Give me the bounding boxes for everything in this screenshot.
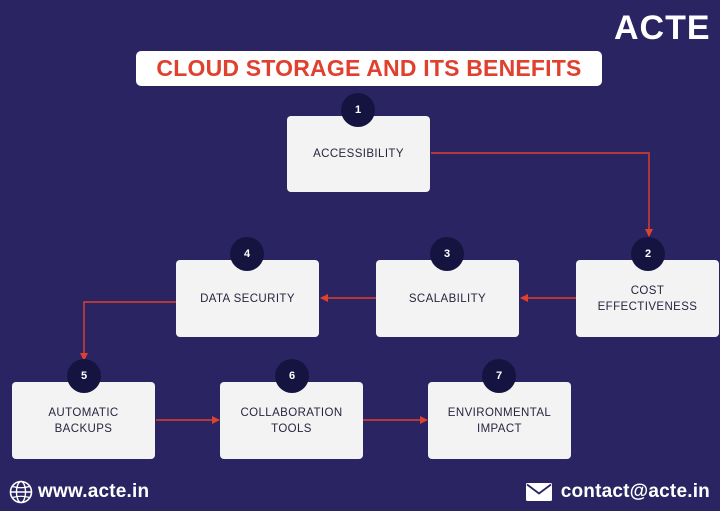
- globe-icon: [9, 480, 33, 504]
- email-text: contact@acte.in: [560, 481, 710, 502]
- website-link[interactable]: www.acte.in: [9, 478, 149, 506]
- node-data-security: DATA SECURITY: [176, 260, 319, 337]
- node-label: DATA SECURITY: [200, 292, 295, 305]
- step-number-badge: 6: [275, 359, 309, 393]
- mail-icon: [525, 482, 553, 502]
- node-label: SCALABILITY: [408, 292, 487, 305]
- node-collaboration-tools: COLLABORATION TOOLS: [220, 382, 363, 459]
- arrow-4-to-5: [80, 301, 176, 361]
- arrow-1-to-2: [431, 152, 653, 237]
- acte-logo: ACTE: [614, 9, 711, 47]
- node-label: ACCESSIBILITY: [313, 148, 404, 160]
- node-scalability: SCALABILITY: [376, 260, 519, 337]
- email-link[interactable]: contact@acte.in: [525, 478, 710, 506]
- step-number-badge: 7: [482, 359, 516, 393]
- step-number-badge: 4: [230, 237, 264, 271]
- node-automatic-backups: AUTOMATIC BACKUPS: [12, 382, 155, 459]
- node-accessibility: ACCESSIBILITY: [287, 116, 430, 192]
- step-number-badge: 1: [341, 93, 375, 127]
- title-banner: CLOUD STORAGE AND ITS BENEFITS: [136, 51, 602, 86]
- node-label: COLLABORATION TOOLS: [240, 406, 343, 435]
- step-number-badge: 2: [631, 237, 665, 271]
- step-number-badge: 5: [67, 359, 101, 393]
- website-text: www.acte.in: [38, 481, 150, 502]
- node-label: AUTOMATIC BACKUPS: [48, 406, 119, 435]
- node-label: COST EFFECTIVENESS: [597, 284, 698, 313]
- diagram-title: CLOUD STORAGE AND ITS BENEFITS: [156, 55, 582, 81]
- node-label: ENVIRONMENTAL IMPACT: [447, 406, 552, 435]
- step-number-badge: 3: [430, 237, 464, 271]
- node-environmental-impact: ENVIRONMENTAL IMPACT: [428, 382, 571, 459]
- node-cost-effectiveness: COST EFFECTIVENESS: [576, 260, 719, 337]
